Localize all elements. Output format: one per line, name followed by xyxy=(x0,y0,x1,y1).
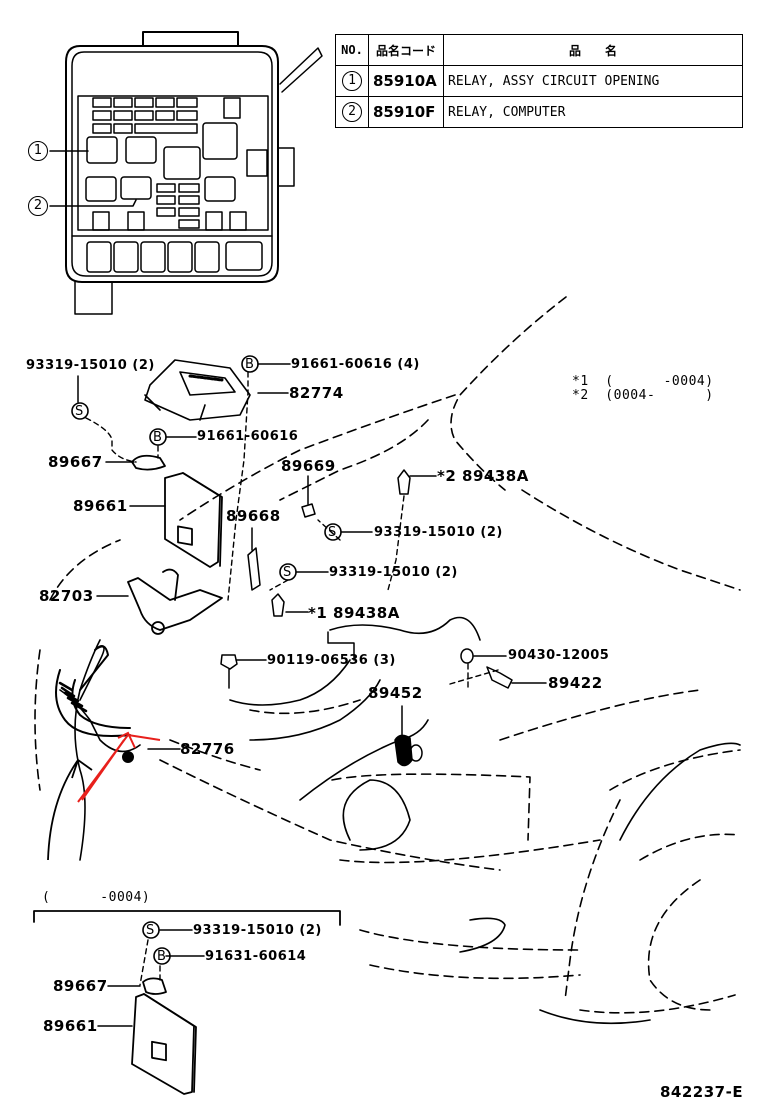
leader-lines xyxy=(77,363,547,1027)
label-82776: 82776 xyxy=(180,740,235,758)
label-93319-15010-b: 93319-15010 (2) xyxy=(374,525,503,540)
callout-1: 1 xyxy=(28,141,48,161)
parts-legend-table: NO. 品名コード 品 名 1 85910A RELAY, ASSY CIRCU… xyxy=(335,34,743,128)
callout-2: 2 xyxy=(28,196,48,216)
label-91661-60616-4: 91661-60616 (4) xyxy=(291,357,420,372)
legend-row: 2 85910F RELAY, COMPUTER xyxy=(335,96,743,128)
item-number-badge: 1 xyxy=(342,71,362,91)
label-89661: 89661 xyxy=(73,497,128,515)
fastener-s-icon: S xyxy=(328,525,337,540)
label-93319-15010-c: 93319-15010 (2) xyxy=(329,565,458,580)
dashed-connectors xyxy=(85,371,499,986)
fastener-b-icon: B xyxy=(157,949,167,964)
part-name: RELAY, COMPUTER xyxy=(443,96,743,128)
label-89452: 89452 xyxy=(368,684,423,702)
label-89667: 89667 xyxy=(48,453,103,471)
inset-bracket xyxy=(33,910,341,926)
computer-cover-drawing xyxy=(144,359,251,421)
label-82774: 82774 xyxy=(289,384,344,402)
label-90119-06536: 90119-06536 (3) xyxy=(267,653,396,668)
fastener-s-icon: S xyxy=(283,565,292,580)
inset-label-89667: 89667 xyxy=(53,977,108,995)
hose-drawing xyxy=(55,645,134,763)
item-number-badge: 2 xyxy=(342,102,362,122)
fastener-b-icon: B xyxy=(153,430,163,445)
label-93319-15010: 93319-15010 (2) xyxy=(26,358,155,373)
fastener-s-icon: S xyxy=(75,404,84,419)
legend-row: 1 85910A RELAY, ASSY CIRCUIT OPENING xyxy=(335,65,743,97)
label-89438A-1: *1 89438A xyxy=(308,604,400,622)
inset-label-91631-60614: 91631-60614 xyxy=(205,949,307,964)
header-part-name: 品 名 xyxy=(443,34,743,66)
ecu-drawing xyxy=(131,454,223,568)
diagram-code: 842237-E xyxy=(660,1083,744,1101)
header-no: NO. xyxy=(335,34,369,66)
inset-ecu-drawing xyxy=(131,977,197,1095)
inset-range-label: ( -0004) xyxy=(42,890,151,905)
red-annotation-arrow xyxy=(77,731,161,803)
label-90430-12005: 90430-12005 xyxy=(508,648,610,663)
note-1: *1 ( -0004) xyxy=(572,374,714,389)
label-89668: 89668 xyxy=(226,507,281,525)
note-2: *2 (0004- ) xyxy=(572,388,714,403)
header-part-code: 品名コード xyxy=(368,34,444,66)
inset-label-89661: 89661 xyxy=(43,1017,98,1035)
label-89669: 89669 xyxy=(281,457,336,475)
label-82703: 82703 xyxy=(39,587,94,605)
label-91661-60616: 91661-60616 xyxy=(197,429,299,444)
legend-header-row: NO. 品名コード 品 名 xyxy=(335,34,743,66)
vehicle-outline xyxy=(34,296,741,1014)
label-89422: 89422 xyxy=(548,674,603,692)
fastener-b-icon: B xyxy=(245,357,255,372)
relay-box-drawing xyxy=(49,31,323,315)
part-name: RELAY, ASSY CIRCUIT OPENING xyxy=(443,65,743,97)
inset-label-93319-15010: 93319-15010 (2) xyxy=(193,923,322,938)
fastener-symbols xyxy=(71,355,342,965)
fastener-s-icon: S xyxy=(146,923,155,938)
part-code: 85910F xyxy=(368,96,444,128)
part-code: 85910A xyxy=(368,65,444,97)
label-89438A-2: *2 89438A xyxy=(437,467,529,485)
bracket-drawing xyxy=(127,568,223,635)
